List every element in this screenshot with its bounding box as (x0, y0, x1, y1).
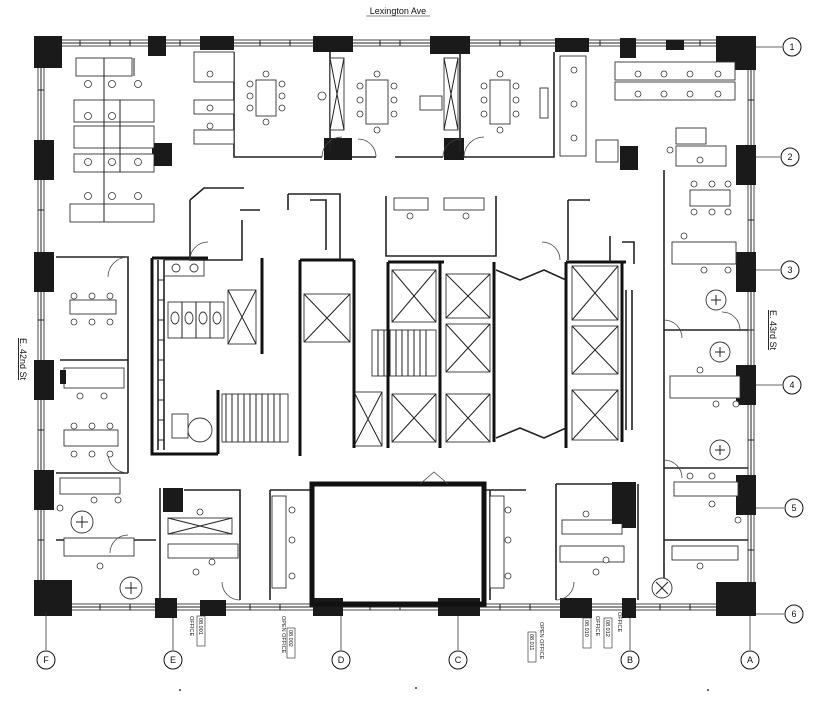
label-office-b2-num: 08.012 (604, 620, 610, 637)
annotation-marks (179, 687, 709, 691)
label-office-e: OFFICE (188, 616, 194, 636)
grid-columns: F E D C B A (36, 612, 760, 670)
window-mullions (38, 40, 754, 610)
grid-col-B: B (627, 655, 633, 665)
label-office-b2: OFFICE (616, 612, 622, 632)
grid-row-1: 1 (789, 42, 794, 52)
east-offices (651, 170, 748, 599)
structural-columns (34, 36, 756, 618)
grid-col-D: D (338, 655, 345, 665)
room-labels-bottom: OFFICE 08.001 OPEN OFFICE 08.002 OPEN OF… (188, 612, 622, 663)
label-open-office-2: OPEN OFFICE (538, 622, 544, 660)
label-open-office-2-num: 08.011 (528, 634, 534, 650)
grid-col-F: F (43, 655, 49, 665)
grid-col-E: E (170, 655, 176, 665)
street-north-label: Lexington Ave (370, 6, 426, 16)
south-rooms (167, 471, 639, 607)
west-offices (56, 256, 161, 600)
exterior-walls (37, 39, 755, 611)
north-conference-rooms (233, 52, 555, 158)
street-east-label: E. 43rd St (768, 310, 778, 351)
building-core (150, 187, 635, 456)
grid-row-3: 3 (787, 265, 792, 275)
grid-row-2: 2 (787, 152, 792, 162)
grid-row-4: 4 (789, 380, 794, 390)
nw-workstations (69, 51, 235, 223)
label-office-e-num: 08.001 (197, 618, 203, 635)
label-open-office-1-num: 08.002 (287, 630, 293, 647)
grid-row-5: 5 (791, 503, 796, 513)
grid-rows: 1 2 3 4 5 6 (756, 37, 804, 624)
grid-col-A: A (747, 655, 753, 665)
grid-col-C: C (455, 655, 462, 665)
grid-row-6: 6 (791, 609, 796, 619)
label-office-b1-num: 08.010 (583, 620, 589, 637)
label-open-office-1: OPEN OFFICE (280, 616, 286, 654)
street-west-label: E. 42nd St (18, 338, 28, 381)
label-office-b1: OFFICE (594, 616, 600, 636)
ne-workstations (559, 55, 736, 170)
